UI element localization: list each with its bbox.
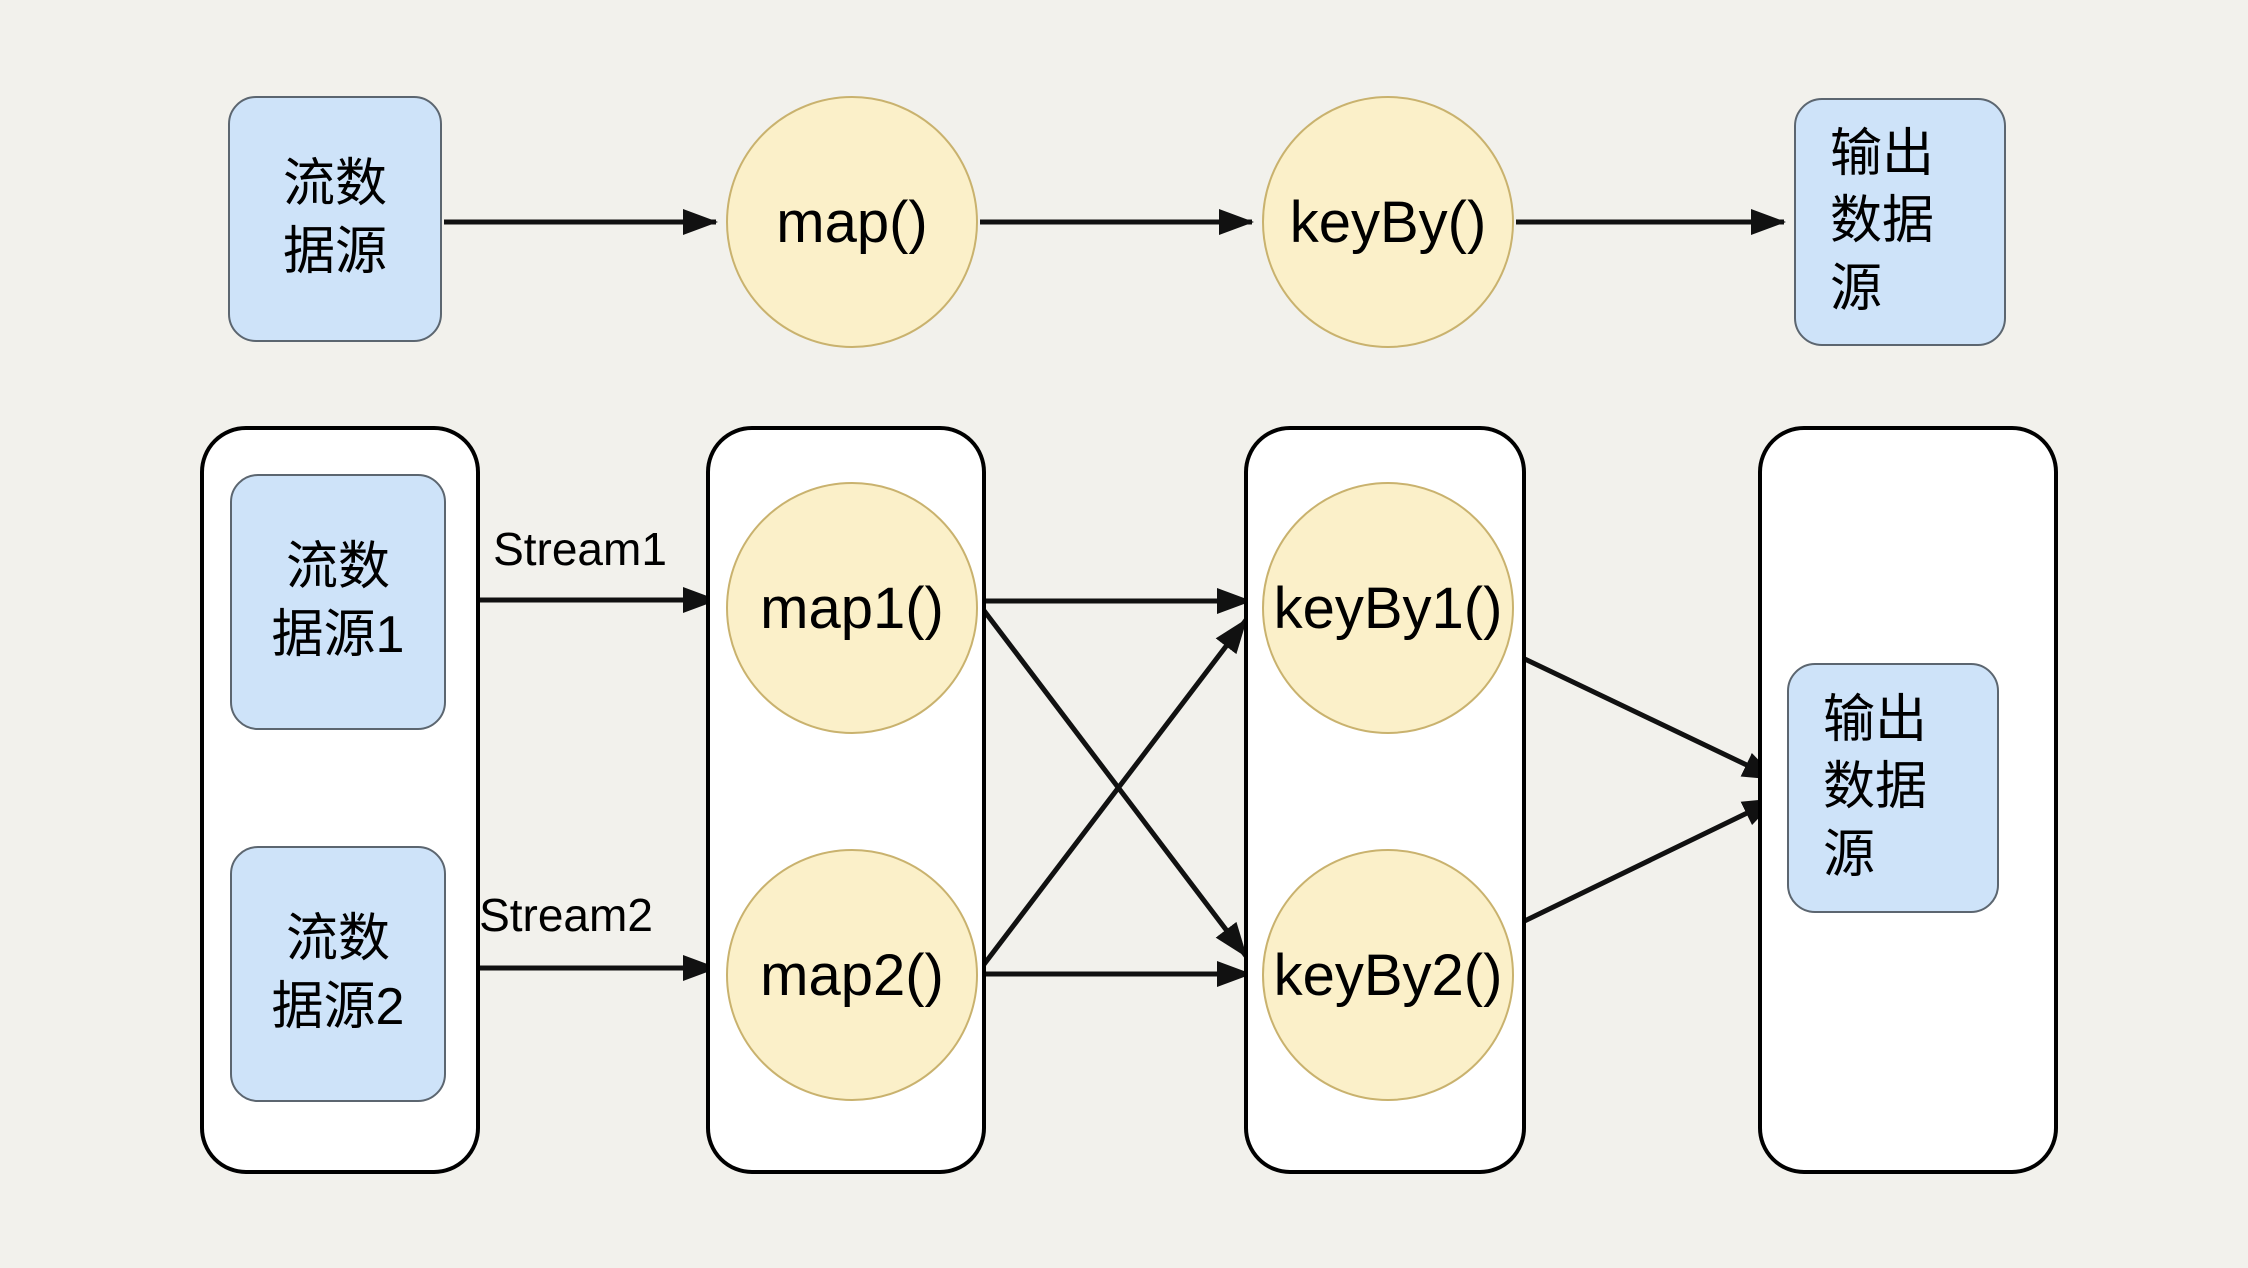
node-map1: map1() [726, 482, 978, 734]
node-output-sink-label: 输出 数据 源 [1830, 124, 1935, 318]
node-stream-source1-label: 流数 据源1 [271, 538, 405, 664]
node-keyby1: keyBy1() [1262, 482, 1514, 734]
stream1-edge-label: Stream1 [493, 523, 667, 575]
node-map-label: map() [776, 189, 928, 255]
node-output-sink2: 输出 数据 源 [1787, 663, 1999, 913]
node-map2: map2() [726, 849, 978, 1101]
arrow-keyby2-to-sink [1504, 796, 1778, 933]
node-stream-source: 流数 据源 [228, 96, 442, 342]
node-map1-label: map1() [760, 575, 944, 641]
node-keyby2: keyBy2() [1262, 849, 1514, 1101]
node-output-sink: 输出 数据 源 [1794, 98, 2006, 346]
node-stream-source1: 流数 据源1 [230, 474, 446, 730]
node-map: map() [726, 96, 978, 348]
node-keyby2-label: keyBy2() [1273, 942, 1503, 1008]
node-keyby-label: keyBy() [1289, 189, 1487, 255]
node-stream-source2-label: 流数 据源2 [271, 910, 405, 1036]
stream2-edge-label: Stream2 [479, 889, 653, 941]
arrow-keyby1-to-sink [1504, 647, 1778, 782]
node-stream-source2: 流数 据源2 [230, 846, 446, 1102]
arrow-map2-to-keyby1 [980, 618, 1248, 969]
arrow-map1-to-keyby2 [980, 606, 1248, 958]
node-output-sink2-label: 输出 数据 源 [1823, 690, 1928, 884]
node-keyby: keyBy() [1262, 96, 1514, 348]
node-keyby1-label: keyBy1() [1273, 575, 1503, 641]
node-stream-source-label: 流数 据源 [282, 155, 387, 281]
node-map2-label: map2() [760, 942, 944, 1008]
